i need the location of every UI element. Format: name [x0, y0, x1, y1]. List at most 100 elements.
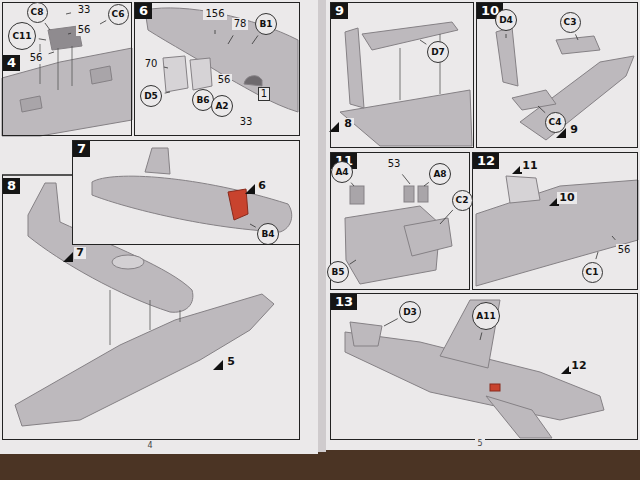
part-number: 70: [143, 58, 160, 70]
part-callout: D5: [140, 85, 162, 107]
part-number: 33: [76, 4, 93, 16]
part-number: 53: [386, 158, 403, 170]
seat: [163, 56, 212, 92]
part-callout: D3: [399, 301, 421, 323]
leader-line: [480, 332, 482, 340]
step-number: 4: [3, 55, 20, 71]
canopy: [112, 255, 144, 269]
page-number: 5: [475, 438, 484, 450]
subassembly-ref: 12: [569, 360, 588, 372]
wing-underside: [476, 180, 638, 286]
subassembly-triangle: [63, 252, 73, 262]
part-callout: B1: [255, 13, 277, 35]
leader-line: [424, 182, 429, 186]
leader-line: [402, 174, 410, 184]
assembly-line: [40, 44, 72, 90]
radiator-part: [418, 186, 428, 202]
part-callout: B4: [257, 223, 279, 245]
leader-line: [45, 23, 50, 30]
duct: [404, 218, 452, 256]
step-number: 12: [473, 153, 499, 169]
step-number: 9: [331, 3, 348, 19]
inset-ground: [72, 140, 300, 245]
part-callout: A11: [472, 302, 500, 330]
leader-line: [164, 67, 168, 69]
leader-line: [440, 210, 453, 224]
subassembly-ref: 5: [225, 356, 237, 368]
part-callout: C3: [560, 12, 581, 33]
step-number: 8: [3, 178, 20, 194]
leader-line: [612, 236, 615, 240]
part-callout: A2: [211, 95, 233, 117]
part-callout: D7: [427, 41, 449, 63]
leader-line: [68, 33, 71, 35]
subassembly-ref: 8: [342, 118, 354, 130]
red-part: [228, 189, 248, 220]
right-page: [326, 0, 640, 450]
leader-line: [100, 21, 106, 24]
wing-detail: [20, 66, 112, 112]
leader-line: [66, 13, 71, 14]
part-callout: C8: [27, 2, 48, 23]
page-number: 4: [145, 440, 154, 452]
part-callout: D4: [495, 9, 517, 31]
elevator: [556, 36, 600, 54]
part-number: 56: [28, 52, 45, 64]
part-callout: C11: [8, 22, 36, 50]
elevator: [512, 90, 556, 110]
step-panel: 12: [472, 152, 638, 290]
step-panel: 7: [72, 140, 300, 245]
rudder: [496, 27, 518, 86]
part-callout: B5: [327, 261, 349, 283]
instrument-panel: [244, 76, 262, 86]
leader-line: [49, 52, 54, 54]
tail-fin: [145, 148, 170, 174]
leader-line: [384, 319, 398, 326]
subassembly-triangle: [245, 184, 255, 194]
left-page: [0, 0, 318, 454]
leader-line: [39, 39, 46, 40]
part-callout: C6: [108, 4, 129, 25]
part-number: 78: [232, 18, 249, 30]
leader-line: [575, 34, 578, 40]
step-number: 6: [135, 3, 152, 19]
part-callout: A8: [429, 163, 451, 185]
wing: [15, 294, 274, 426]
step-number: 7: [73, 141, 90, 157]
wing: [440, 300, 552, 438]
leader-line: [252, 35, 258, 44]
leader-line: [506, 34, 507, 38]
subassembly-ref: 10: [557, 192, 576, 204]
leader-line: [538, 106, 545, 113]
part-callout: C4: [545, 112, 566, 133]
part-number: 156: [203, 8, 226, 20]
leader-line: [250, 224, 256, 227]
part-number: 56: [216, 74, 233, 86]
part-number: 33: [238, 116, 255, 128]
part-number: 56: [616, 244, 633, 256]
step-number: 13: [331, 294, 357, 310]
leader-line: [228, 35, 233, 44]
subassembly-ref: 6: [256, 180, 268, 192]
subassembly-triangle: [213, 360, 223, 370]
step-panel: 8: [2, 175, 300, 440]
subassembly-ref: 9: [568, 124, 580, 136]
leader-line: [420, 40, 426, 44]
assembly-line: [110, 290, 180, 345]
leader-line: [165, 92, 170, 93]
part-callout: C1: [582, 262, 603, 283]
leader-line: [351, 183, 354, 186]
red-part: [490, 384, 500, 391]
part-number: 56: [76, 24, 93, 36]
radiator-part: [404, 186, 414, 202]
part-callout: A4: [331, 161, 353, 183]
tail-fin: [345, 28, 364, 108]
radiator: [506, 176, 540, 203]
subassembly-ref: 7: [74, 247, 86, 259]
leader-line: [215, 30, 216, 34]
wing-part: [2, 48, 132, 136]
tailplane: [350, 322, 382, 346]
